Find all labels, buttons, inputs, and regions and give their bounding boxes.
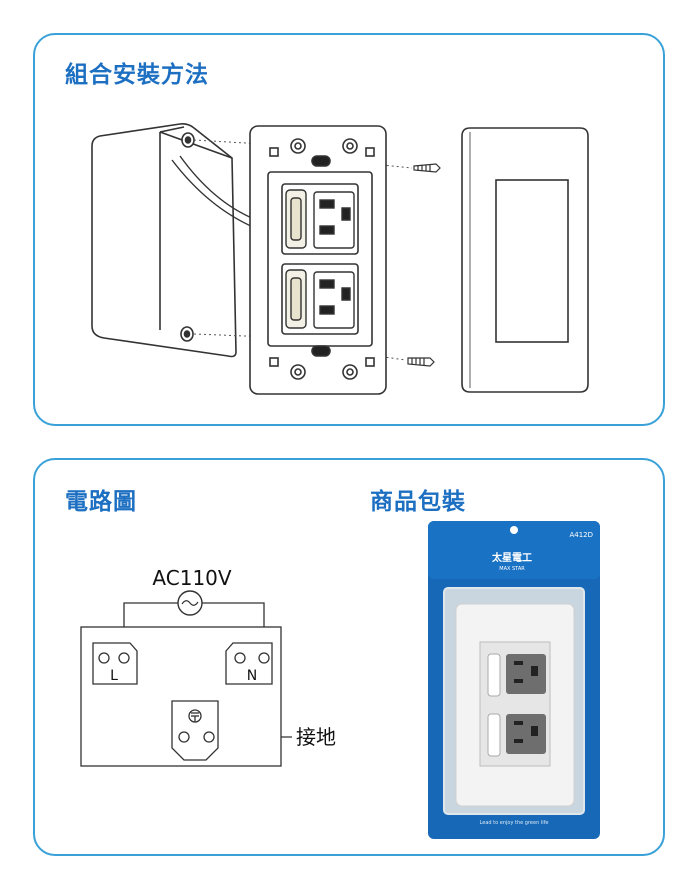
cover-plate [461,127,589,393]
outlet-lower [313,271,355,329]
neutral-label: N [247,668,257,684]
ground-label: 接地 [296,725,336,749]
assembly-heading: 組合安裝方法 [65,62,209,88]
package-switch-upper [487,653,501,697]
hang-hole [510,526,518,534]
screw-top [413,163,441,173]
package-socket-lower [506,714,546,754]
line-label: L [110,668,118,684]
terminal-n [225,642,273,685]
screw-bottom [407,357,435,367]
package-switch-lower [487,713,501,757]
terminal-ground [171,700,219,761]
slogan: Lead to enjoy the green life [480,820,549,826]
terminal-l [92,642,138,685]
brand-en: MAX STAR [499,566,525,572]
model-code: A412D [569,531,593,539]
rocker-switches [285,189,307,329]
packaging-heading: 商品包裝 [370,489,466,515]
outlet-upper [313,191,355,249]
brand-cn: 太星電工 [491,551,532,564]
package-socket-upper [506,654,546,694]
voltage-label: AC110V [152,566,231,590]
circuit-heading: 電路圖 [65,489,137,515]
sine-icon [181,600,199,606]
